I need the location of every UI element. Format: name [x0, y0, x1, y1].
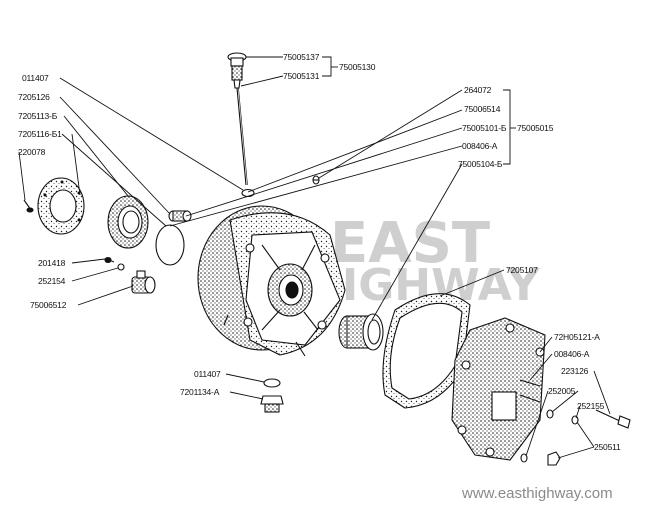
label-7205113-b: 7205113-Б	[18, 111, 58, 121]
washer-252155	[571, 415, 579, 425]
label-75006514: 75006514	[464, 104, 501, 114]
drain-plug	[260, 395, 284, 413]
label-201418: 201418	[38, 258, 66, 268]
label-75005137: 75005137	[283, 52, 320, 62]
label-252154: 252154	[38, 276, 66, 286]
label-252155: 252155	[577, 401, 605, 411]
label-250511: 250511	[594, 442, 621, 452]
bushing	[168, 210, 192, 222]
label-252005: 252005	[548, 386, 576, 396]
label-75005101-b: 75005101-Б	[462, 123, 507, 133]
label-7205107: 7205107	[506, 265, 538, 275]
label-008406-a-top: 008406-А	[462, 141, 498, 151]
label-75005104-b: 75005104-Б	[458, 159, 503, 169]
label-7201134-a: 7201134-А	[180, 387, 220, 397]
label-75005015: 75005015	[517, 123, 554, 133]
label-75005130: 75005130	[339, 62, 376, 72]
bolt-223126	[595, 409, 631, 429]
label-75005131: 75005131	[283, 71, 320, 81]
bolt-201418	[104, 256, 115, 264]
dipstick	[227, 52, 248, 186]
washer-252154	[117, 263, 125, 271]
label-7205116-b1: 7205116-Б1	[18, 129, 62, 139]
fitting-75006512	[131, 270, 156, 294]
leader-lines	[18, 56, 611, 459]
screw-264072	[312, 175, 320, 185]
washer-lower	[520, 453, 528, 463]
label-75006512: 75006512	[30, 300, 67, 310]
bearing-75005104	[338, 313, 384, 351]
watermark-text-east: EAST	[330, 211, 490, 276]
site-url: www.easthighway.com	[461, 485, 613, 502]
label-008406-a-right: 008406-А	[554, 349, 590, 359]
label-223126: 223126	[561, 366, 589, 376]
rear-cover	[451, 317, 546, 461]
nut-250511	[547, 451, 561, 466]
label-7205126: 7205126	[18, 92, 50, 102]
washer-252005	[546, 409, 554, 419]
watermark: EAST HIGHWAY	[305, 211, 541, 311]
washer-011407-lower	[263, 378, 281, 388]
label-72h05121-a: 72Н05121-А	[554, 332, 600, 342]
oil-seal	[107, 195, 149, 249]
gasket-7205107	[382, 293, 471, 409]
label-011407: 011407	[22, 73, 49, 83]
part-labels: 75005137 75005131 75005130 011407 720512…	[18, 52, 621, 452]
label-220078: 220078	[18, 147, 46, 157]
main-housing	[197, 205, 346, 357]
o-ring	[155, 224, 185, 266]
label-011407-lower: 011407	[194, 369, 221, 379]
screw-220078	[23, 199, 34, 213]
cover-plate	[37, 177, 85, 235]
label-264072: 264072	[464, 85, 492, 95]
